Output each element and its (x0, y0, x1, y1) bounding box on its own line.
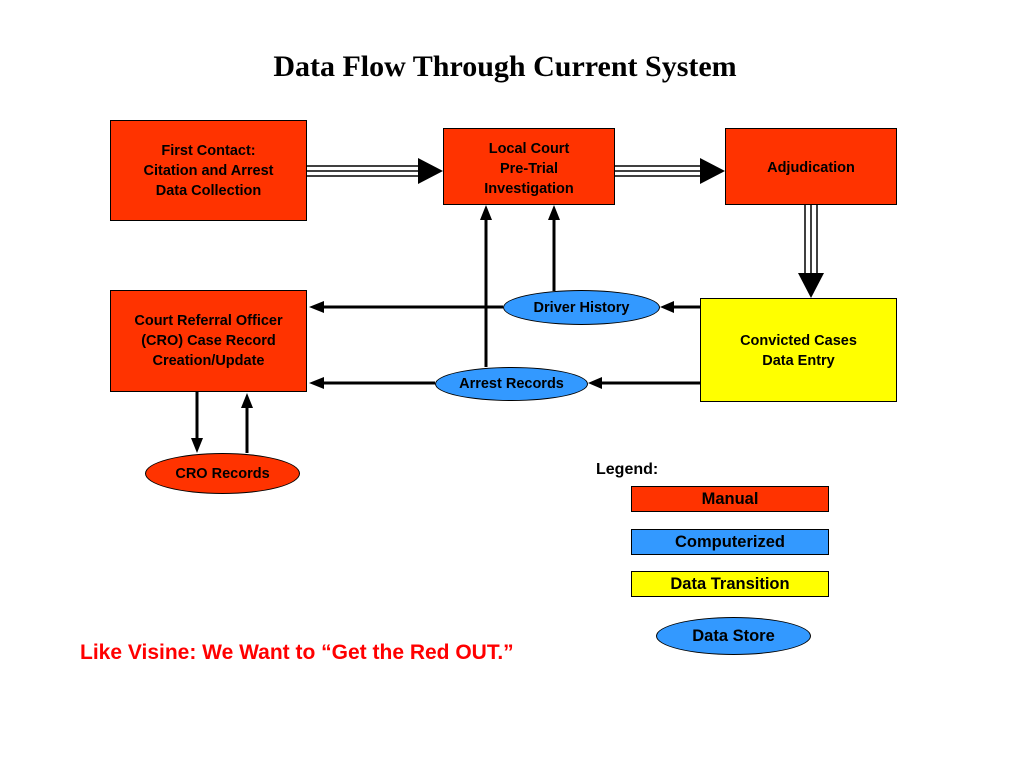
arrow-first-contact-to-local-court (307, 165, 420, 177)
tagline: Like Visine: We Want to “Get the Red OUT… (80, 641, 514, 664)
local-court-box: Local Court Pre-Trial Investigation (443, 128, 615, 205)
arrest-records-store: Arrest Records (435, 367, 588, 401)
legend-data-transition: Data Transition (631, 571, 829, 597)
cro-records-store: CRO Records (145, 453, 300, 494)
arrowhead (660, 301, 674, 313)
arrow-adjudication-to-convicted (804, 205, 818, 275)
convicted-cases-box: Convicted Cases Data Entry (700, 298, 897, 402)
page-title: Data Flow Through Current System (273, 50, 737, 83)
adjudication-label: Adjudication (767, 160, 855, 176)
local-court-label: Local Court Pre-Trial Investigation (484, 141, 574, 197)
arrowhead (309, 301, 324, 313)
arrowhead (309, 377, 324, 389)
adjudication-box: Adjudication (725, 128, 897, 205)
arrowhead (798, 273, 824, 298)
cro-case-record-box: Court Referral Officer (CRO) Case Record… (110, 290, 307, 392)
arrest-records-label: Arrest Records (459, 376, 564, 392)
legend-data-transition-label: Data Transition (670, 574, 790, 593)
cro-records-label: CRO Records (175, 465, 270, 482)
convicted-cases-label: Convicted Cases Data Entry (740, 333, 857, 369)
arrowhead (418, 158, 443, 184)
first-contact-box: First Contact: Citation and Arrest Data … (110, 120, 307, 221)
arrowhead (548, 205, 560, 220)
legend-data-store: Data Store (656, 617, 811, 655)
first-contact-label: First Contact: Citation and Arrest Data … (143, 143, 274, 199)
driver-history-store: Driver History (503, 290, 660, 325)
arrowhead (700, 158, 725, 184)
arrowhead (241, 393, 253, 408)
arrowhead (588, 377, 602, 389)
arrowhead (191, 438, 203, 453)
driver-history-label: Driver History (533, 299, 630, 316)
legend-computerized-label: Computerized (674, 532, 785, 551)
legend-manual: Manual (631, 486, 829, 512)
legend-data-store-label: Data Store (692, 626, 775, 645)
legend-manual-label: Manual (701, 489, 759, 508)
cro-case-record-label: Court Referral Officer (CRO) Case Record… (134, 313, 283, 369)
legend-computerized: Computerized (631, 529, 829, 555)
legend-title: Legend: (596, 461, 659, 478)
arrow-local-court-to-adjudication (615, 165, 702, 177)
arrowhead (480, 205, 492, 220)
